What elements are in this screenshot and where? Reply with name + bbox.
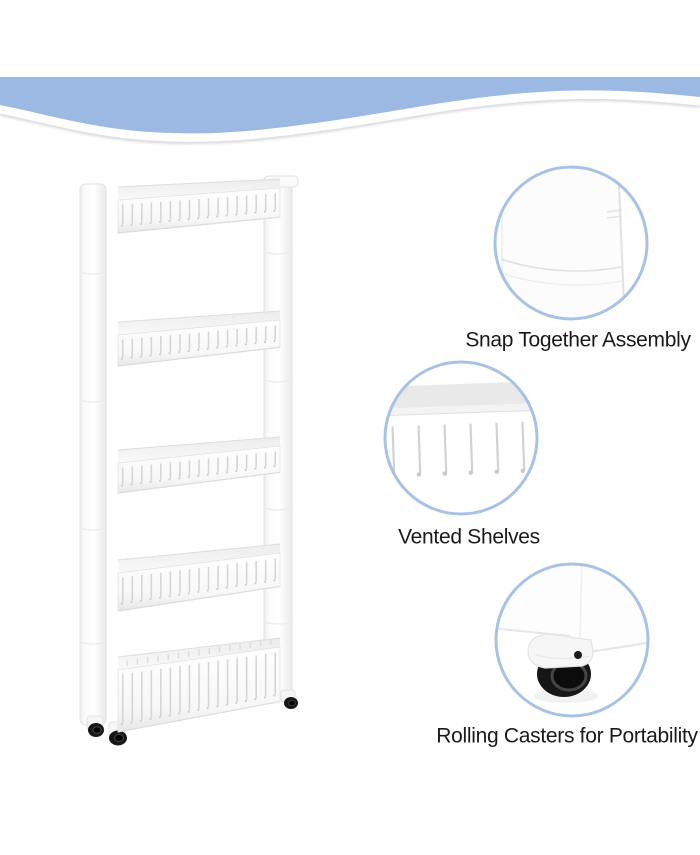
callout-label-snap-assembly: Snap Together Assembly	[465, 328, 691, 352]
vented-shelves-group	[117, 178, 281, 733]
wave-banner-graphic	[0, 77, 700, 145]
callout-label-vented-shelves: Vented Shelves	[398, 525, 540, 549]
callout-label-rolling-casters: Rolling Casters for Portability	[436, 724, 698, 748]
wave-blue-band	[0, 77, 700, 134]
wave-white-trim	[0, 89, 700, 142]
storage-cart-graphic	[79, 175, 299, 746]
vented-shelf-closeup-icon	[383, 360, 539, 516]
right-pole	[263, 177, 293, 696]
shelf	[117, 436, 281, 494]
shelf	[117, 310, 281, 367]
pole-snap-seams	[79, 251, 293, 645]
wave-shadow	[0, 97, 700, 145]
caster-wheel-closeup-icon	[494, 562, 650, 718]
shelf	[117, 178, 281, 234]
pole-joint-closeup-icon	[493, 165, 649, 321]
shelf	[117, 637, 281, 733]
product-image	[66, 172, 306, 772]
shelf	[117, 543, 281, 612]
caster-wheels	[86, 689, 298, 746]
